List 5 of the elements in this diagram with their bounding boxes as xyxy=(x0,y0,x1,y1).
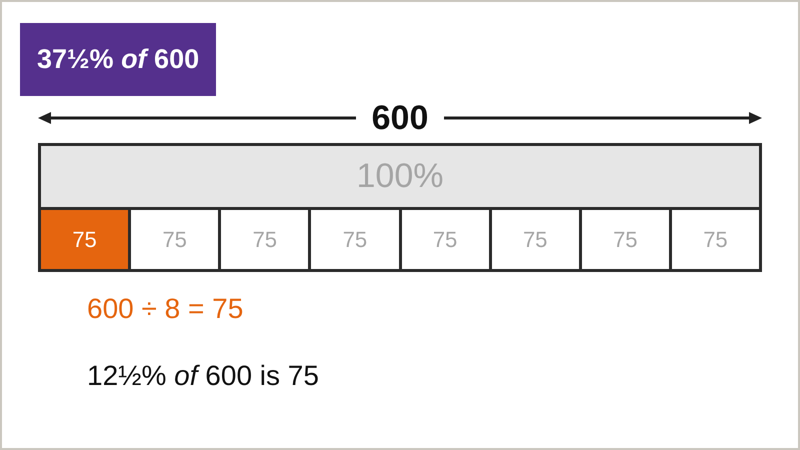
dimension-label: 600 xyxy=(370,98,430,138)
whole-bar: 100% xyxy=(38,143,762,210)
equation-text: 600 ÷ 8 = 75 xyxy=(87,292,244,326)
title-banner: 37½% of 600 xyxy=(20,23,216,96)
statement-text: 12½% of 600 is 75 xyxy=(87,359,319,393)
